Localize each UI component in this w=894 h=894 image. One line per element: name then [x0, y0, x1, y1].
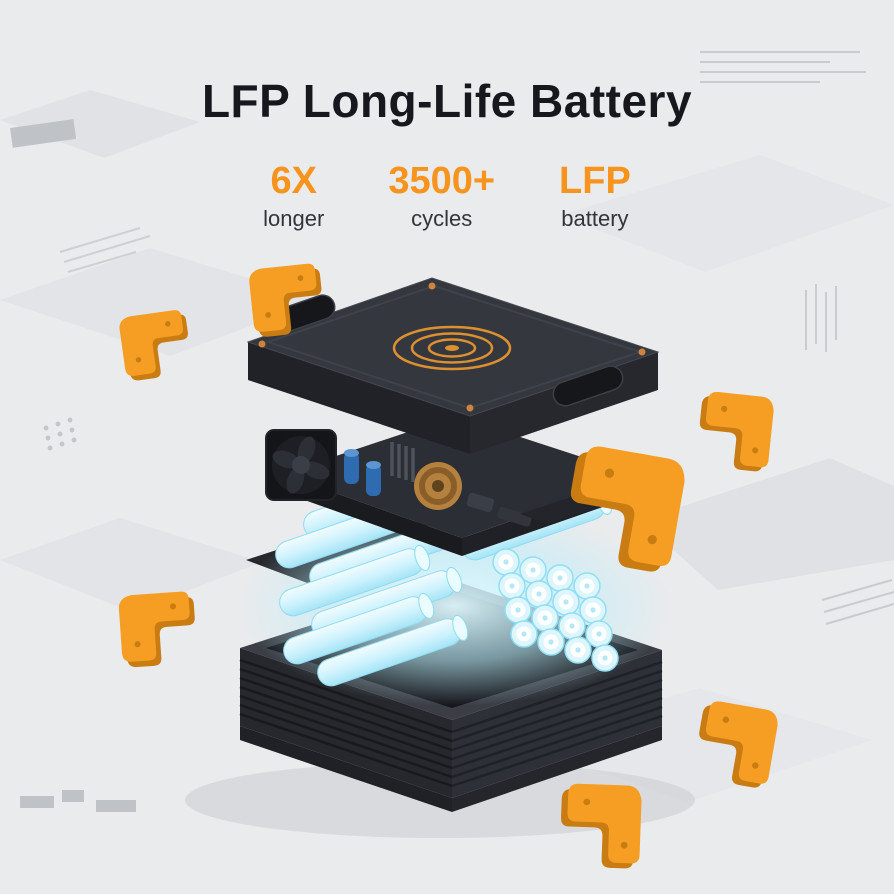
- stat-label: cycles: [411, 205, 473, 231]
- stat-value: 6X: [270, 160, 317, 202]
- cooling-fan-icon: [265, 429, 337, 501]
- bumper-left-lower: [118, 590, 198, 669]
- stat-value: LFP: [559, 160, 631, 202]
- bumper-right-upper: [695, 390, 775, 473]
- heatsink: [390, 442, 415, 482]
- top-lid: [246, 277, 660, 454]
- headline: LFP Long-Life Battery: [201, 75, 693, 127]
- stat-label: battery: [561, 205, 629, 231]
- stat-value: 3500+: [388, 160, 496, 202]
- stat-6x-longer: 6X longer: [263, 160, 324, 232]
- stat-3500-cycles: 3500+ cycles: [388, 160, 495, 232]
- lid-handle-right: [552, 365, 624, 407]
- capacitors: [344, 449, 381, 496]
- stat-lfp-battery: LFP battery: [559, 160, 631, 232]
- lid-corner-screws: [258, 282, 646, 412]
- wireless-charging-icon: [392, 325, 512, 371]
- copper-coil: [414, 462, 462, 510]
- bumper-bottom-center: [559, 783, 642, 869]
- stats-row: 6X longer 3500+ cycles LFP battery: [0, 160, 894, 232]
- stat-label: longer: [263, 205, 325, 231]
